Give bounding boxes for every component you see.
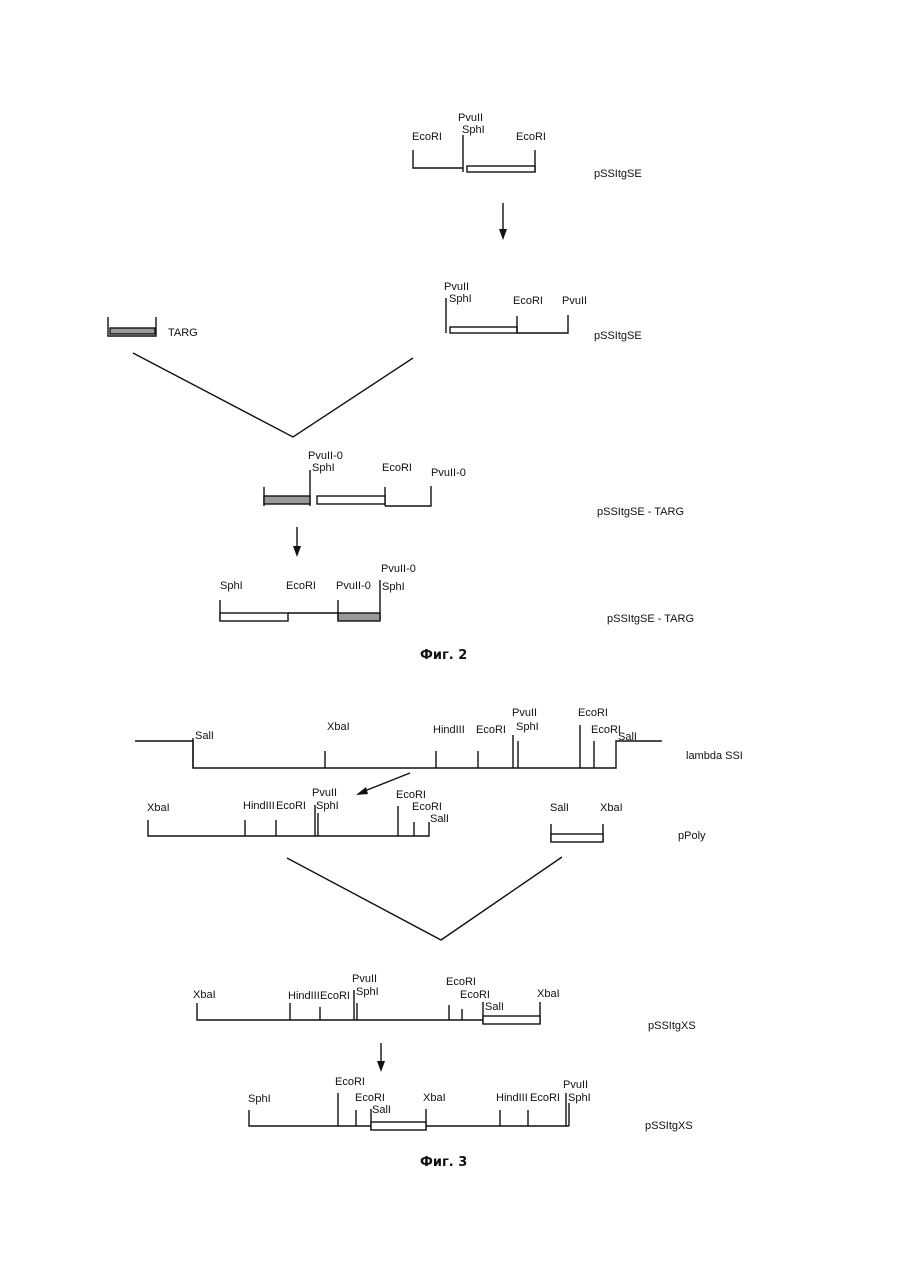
arrow-down-icon xyxy=(499,203,507,240)
label-sphi: SphI xyxy=(516,721,539,733)
fig3-row3-construct: XbaI HindIII EcoRI PvuII SphI EcoRI EcoR… xyxy=(193,973,696,1032)
label-ecori: EcoRI xyxy=(286,580,316,592)
fig2-row1-construct: EcoRI PvuII SphI EcoRI pSSItgSE xyxy=(412,112,642,180)
label-pvuii: PvuII xyxy=(312,787,337,799)
fig3-insert-fragment: SalI XbaI xyxy=(550,802,623,842)
label-ecori: EcoRI xyxy=(460,989,490,1001)
fig3-ppoly-construct: XbaI HindIII EcoRI PvuII SphI EcoRI EcoR… xyxy=(147,787,706,842)
label-pvuii: PvuII xyxy=(512,707,537,719)
figure-caption: Фиг. 3 xyxy=(420,1155,467,1170)
label-ecori: EcoRI xyxy=(382,462,412,474)
label-hindiii: HindIII xyxy=(288,990,320,1002)
fig3-lambda-construct: SalI XbaI HindIII EcoRI PvuII SphI EcoRI… xyxy=(135,707,743,768)
label-ecori: EcoRI xyxy=(335,1076,365,1088)
label-xbai: XbaI xyxy=(537,988,560,1000)
label-pvuii: PvuII xyxy=(458,112,483,124)
label-xbai: XbaI xyxy=(327,721,350,733)
label-sphi: SphI xyxy=(462,124,485,136)
fragment-name: TARG xyxy=(168,327,198,339)
construct-name: lambda SSI xyxy=(686,750,743,762)
figure-caption: Фиг. 2 xyxy=(420,648,467,663)
label-hindiii: HindIII xyxy=(433,724,465,736)
label-ecori: EcoRI xyxy=(513,295,543,307)
fig2-row3-construct: PvuII-0 SphI EcoRI PvuII-0 pSSItgSE - TA… xyxy=(264,450,684,518)
label-sphi: SphI xyxy=(449,293,472,305)
label-ecori: EcoRI xyxy=(530,1092,560,1104)
arrow-down-icon xyxy=(377,1043,385,1072)
label-xbai: XbaI xyxy=(193,989,216,1001)
label-sphi: SphI xyxy=(356,986,379,998)
fig2: EcoRI PvuII SphI EcoRI pSSItgSE TARG Pvu… xyxy=(108,112,694,663)
fig3-row4-construct: SphI EcoRI EcoRI SalI XbaI HindIII EcoRI… xyxy=(248,1076,693,1132)
label-hindiii: HindIII xyxy=(243,800,275,812)
fig2-targ-fragment: TARG xyxy=(108,317,198,339)
label-ecori: EcoRI xyxy=(355,1092,385,1104)
label-pvuii-0: PvuII-0 xyxy=(381,563,416,575)
label-sphi: SphI xyxy=(248,1093,271,1105)
arrow-down-icon xyxy=(293,527,301,557)
fig3: SalI XbaI HindIII EcoRI PvuII SphI EcoRI… xyxy=(135,707,743,1170)
construct-name: pPoly xyxy=(678,830,706,842)
label-pvuii-0: PvuII-0 xyxy=(308,450,343,462)
construct-name: pSSItgSE xyxy=(594,168,642,180)
label-sali: SalI xyxy=(550,802,569,814)
label-xbai: XbaI xyxy=(423,1092,446,1104)
fig2-row4-construct: SphI EcoRI PvuII-0 PvuII-0 SphI pSSItgSE… xyxy=(220,563,694,625)
label-ecori: EcoRI xyxy=(396,789,426,801)
label-sali: SalI xyxy=(372,1104,391,1116)
label-ecori: EcoRI xyxy=(578,707,608,719)
label-xbai: XbaI xyxy=(600,802,623,814)
label-ecori: EcoRI xyxy=(412,801,442,813)
label-pvuii: PvuII xyxy=(562,295,587,307)
label-pvuii: PvuII xyxy=(352,973,377,985)
label-ecori: EcoRI xyxy=(412,131,442,143)
label-sali: SalI xyxy=(195,730,214,742)
construct-name: pSSItgSE - TARG xyxy=(597,506,684,518)
label-pvuii: PvuII xyxy=(563,1079,588,1091)
label-hindiii: HindIII xyxy=(496,1092,528,1104)
label-sphi: SphI xyxy=(568,1092,591,1104)
fig2-row2-construct: PvuII SphI EcoRI PvuII pSSItgSE xyxy=(444,281,642,342)
label-ecori: EcoRI xyxy=(320,990,350,1002)
construct-name: pSSItgSE - TARG xyxy=(607,613,694,625)
label-pvuii-0: PvuII-0 xyxy=(336,580,371,592)
label-ecori: EcoRI xyxy=(476,724,506,736)
label-ecori: EcoRI xyxy=(446,976,476,988)
construct-name: pSSItgXS xyxy=(645,1120,693,1132)
label-sphi: SphI xyxy=(220,580,243,592)
construct-name: pSSItgXS xyxy=(648,1020,696,1032)
label-ecori: EcoRI xyxy=(591,724,621,736)
label-sphi: SphI xyxy=(312,462,335,474)
label-sali: SalI xyxy=(430,813,449,825)
label-sphi: SphI xyxy=(382,581,405,593)
label-ecori: EcoRI xyxy=(516,131,546,143)
label-pvuii: PvuII xyxy=(444,281,469,293)
label-sali: SalI xyxy=(485,1001,504,1013)
label-sali: SalI xyxy=(618,731,637,743)
ligation-lines xyxy=(287,857,562,940)
construct-name: pSSItgSE xyxy=(594,330,642,342)
label-sphi: SphI xyxy=(316,800,339,812)
label-xbai: XbaI xyxy=(147,802,170,814)
ligation-lines xyxy=(133,353,413,437)
label-pvuii-0: PvuII-0 xyxy=(431,467,466,479)
label-ecori: EcoRI xyxy=(276,800,306,812)
